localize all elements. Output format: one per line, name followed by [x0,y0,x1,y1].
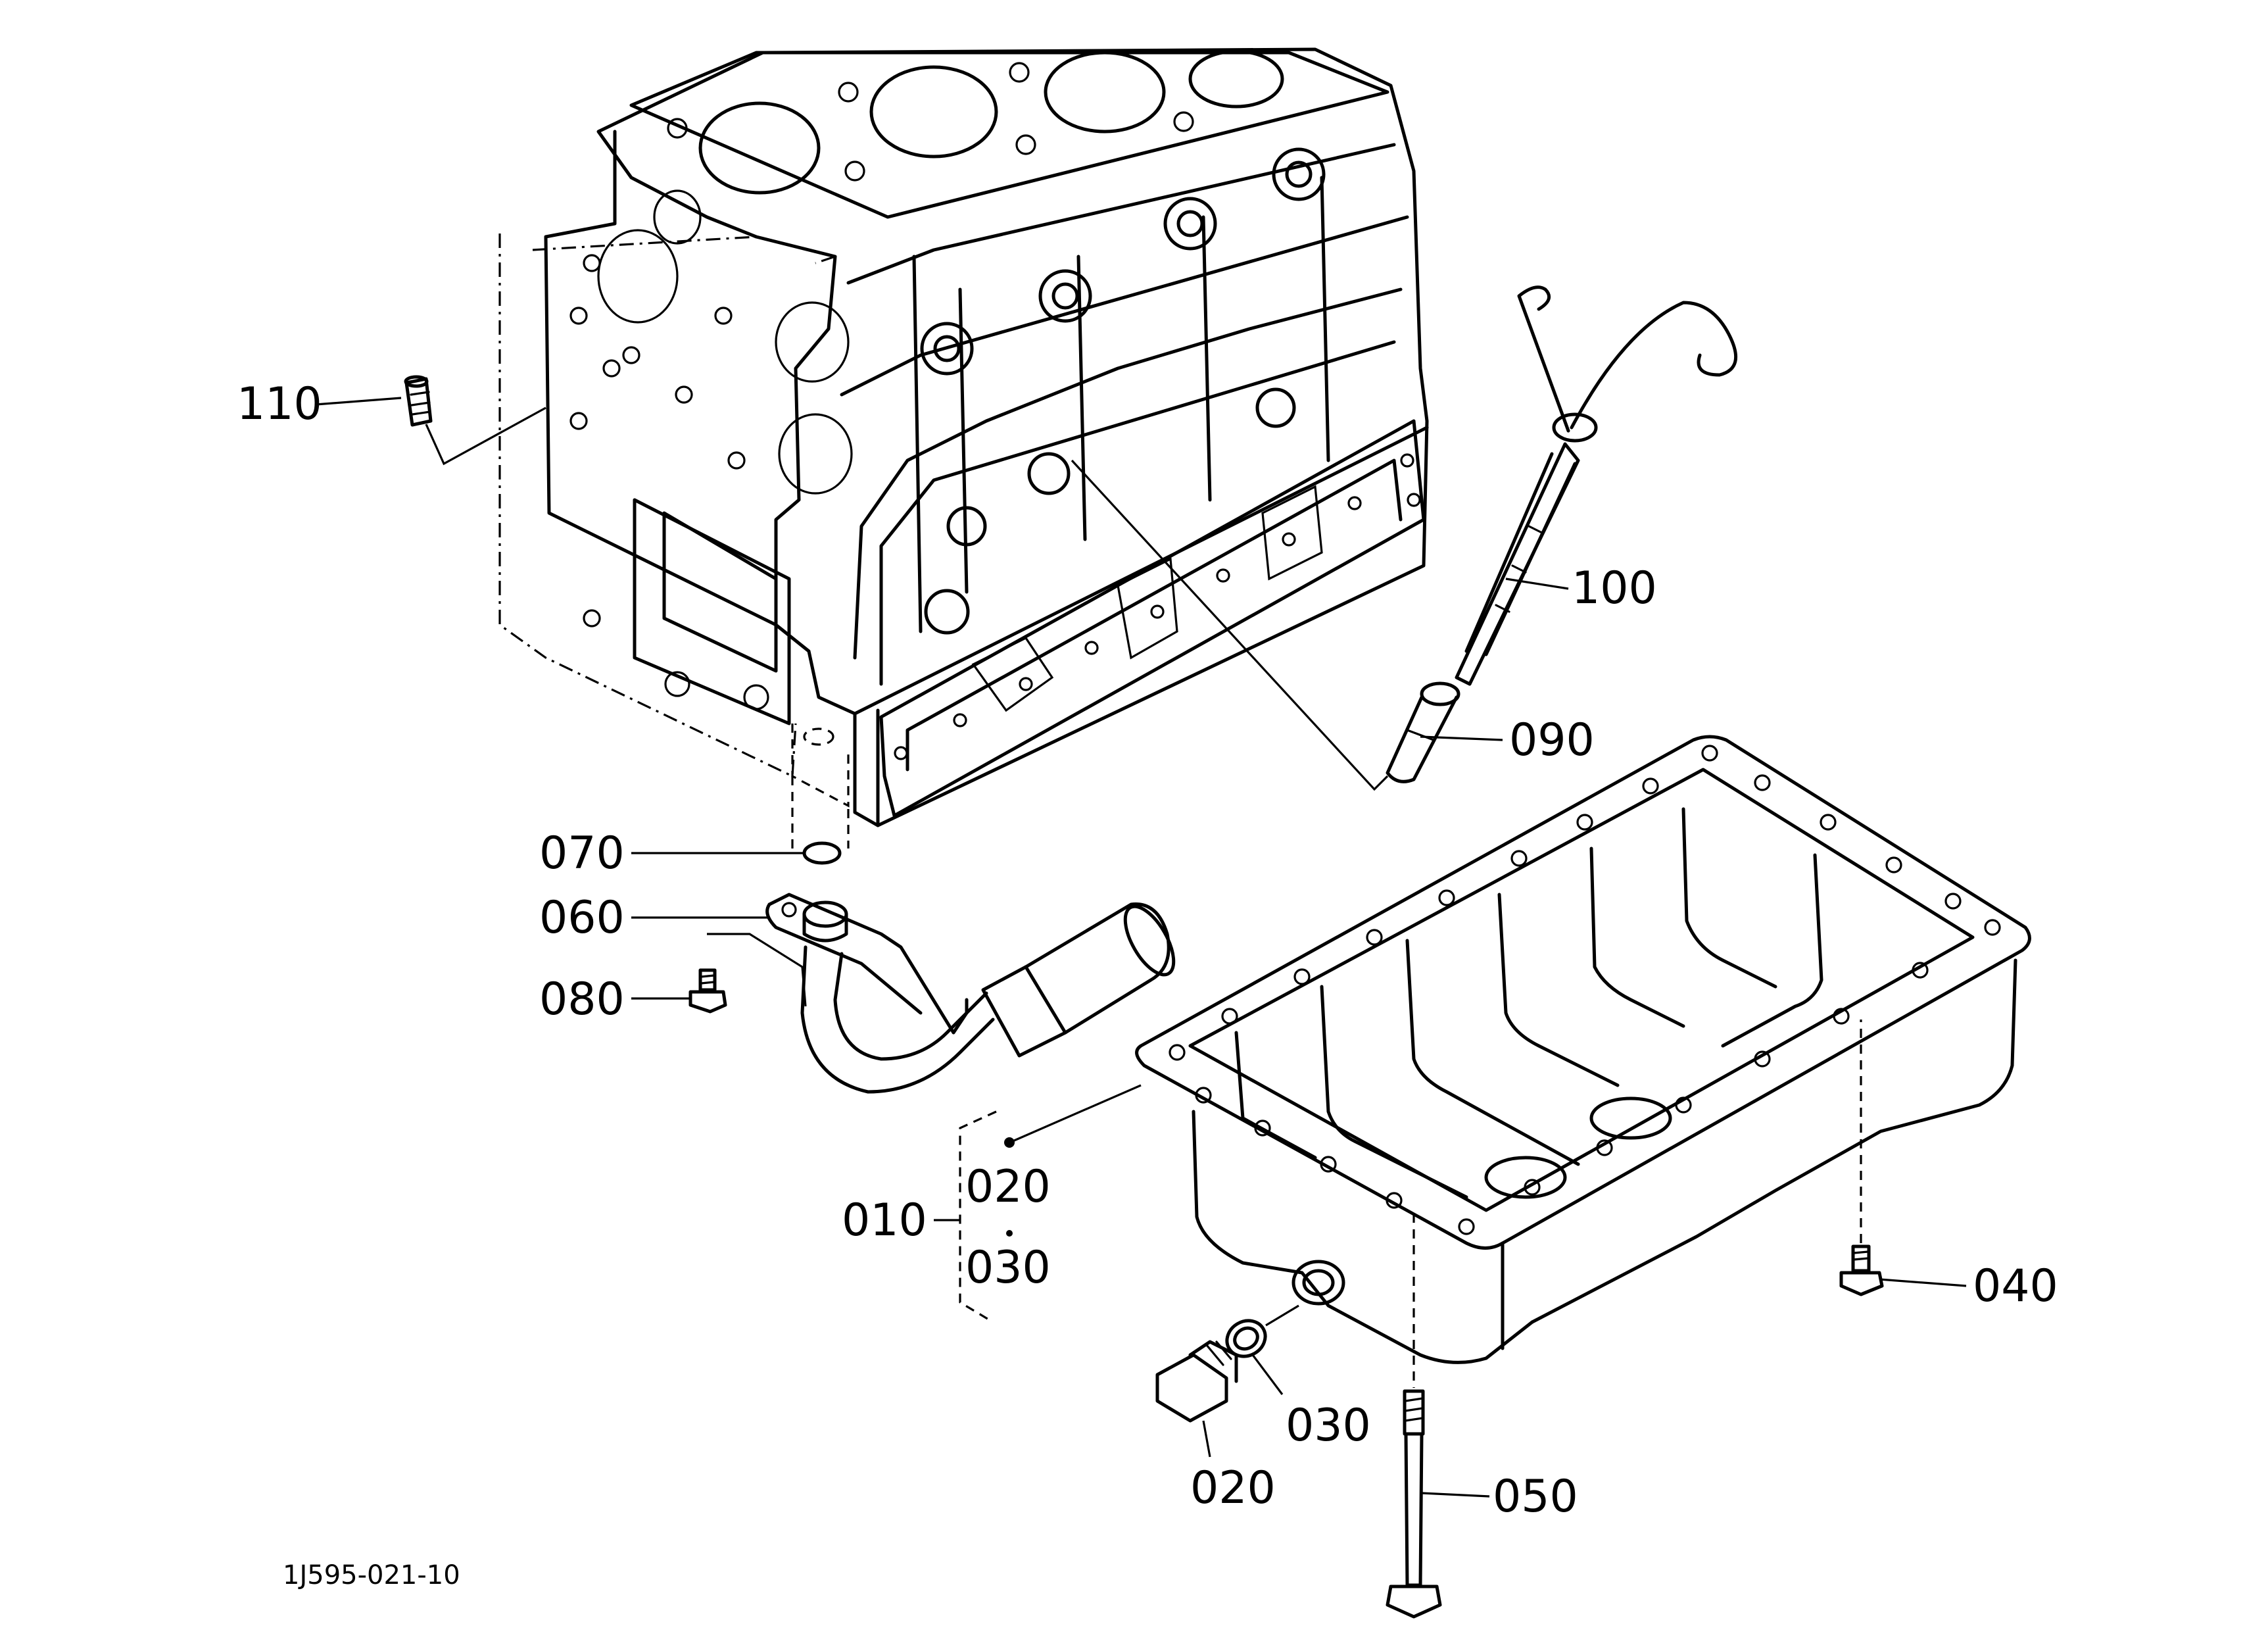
callout-060: 060 [539,892,625,944]
part-090-guide [1071,459,1460,791]
part-110-plug [404,375,546,466]
part-040-bolt [1839,1020,1967,1296]
callout-020-set: 020 [965,1161,1051,1213]
callout-030: 030 [1286,1400,1371,1452]
part-060-strainer [707,893,1176,1094]
callout-080: 080 [539,973,625,1025]
callout-050: 050 [1493,1471,1578,1523]
part-050-long-bolt [1386,1214,1490,1619]
part-010-oil-pan [1004,735,2031,1364]
callout-labels: 110 100 090 070 060 080 010 020 030 040 … [237,378,2058,1523]
part-030-gasket [1225,1304,1299,1395]
leader-lines [315,397,1569,1000]
callout-070: 070 [539,827,625,879]
callout-090: 090 [1509,714,1595,766]
callout-100: 100 [1572,562,1657,614]
part-020-drain-plug [1155,1340,1238,1458]
part-080-bolt [688,968,727,1014]
callout-110: 110 [237,378,322,430]
callout-030-set: 030 [965,1242,1051,1294]
callout-020: 020 [1190,1462,1276,1514]
callout-010: 010 [842,1194,927,1246]
part-100-dipstick [1455,285,1738,686]
engine-block [498,47,1429,827]
callout-040: 040 [1973,1260,2058,1312]
set-bracket-010 [934,1110,1013,1323]
part-070-o-ring [791,776,850,865]
drawing-number: 1J595-021-10 [283,1560,460,1590]
